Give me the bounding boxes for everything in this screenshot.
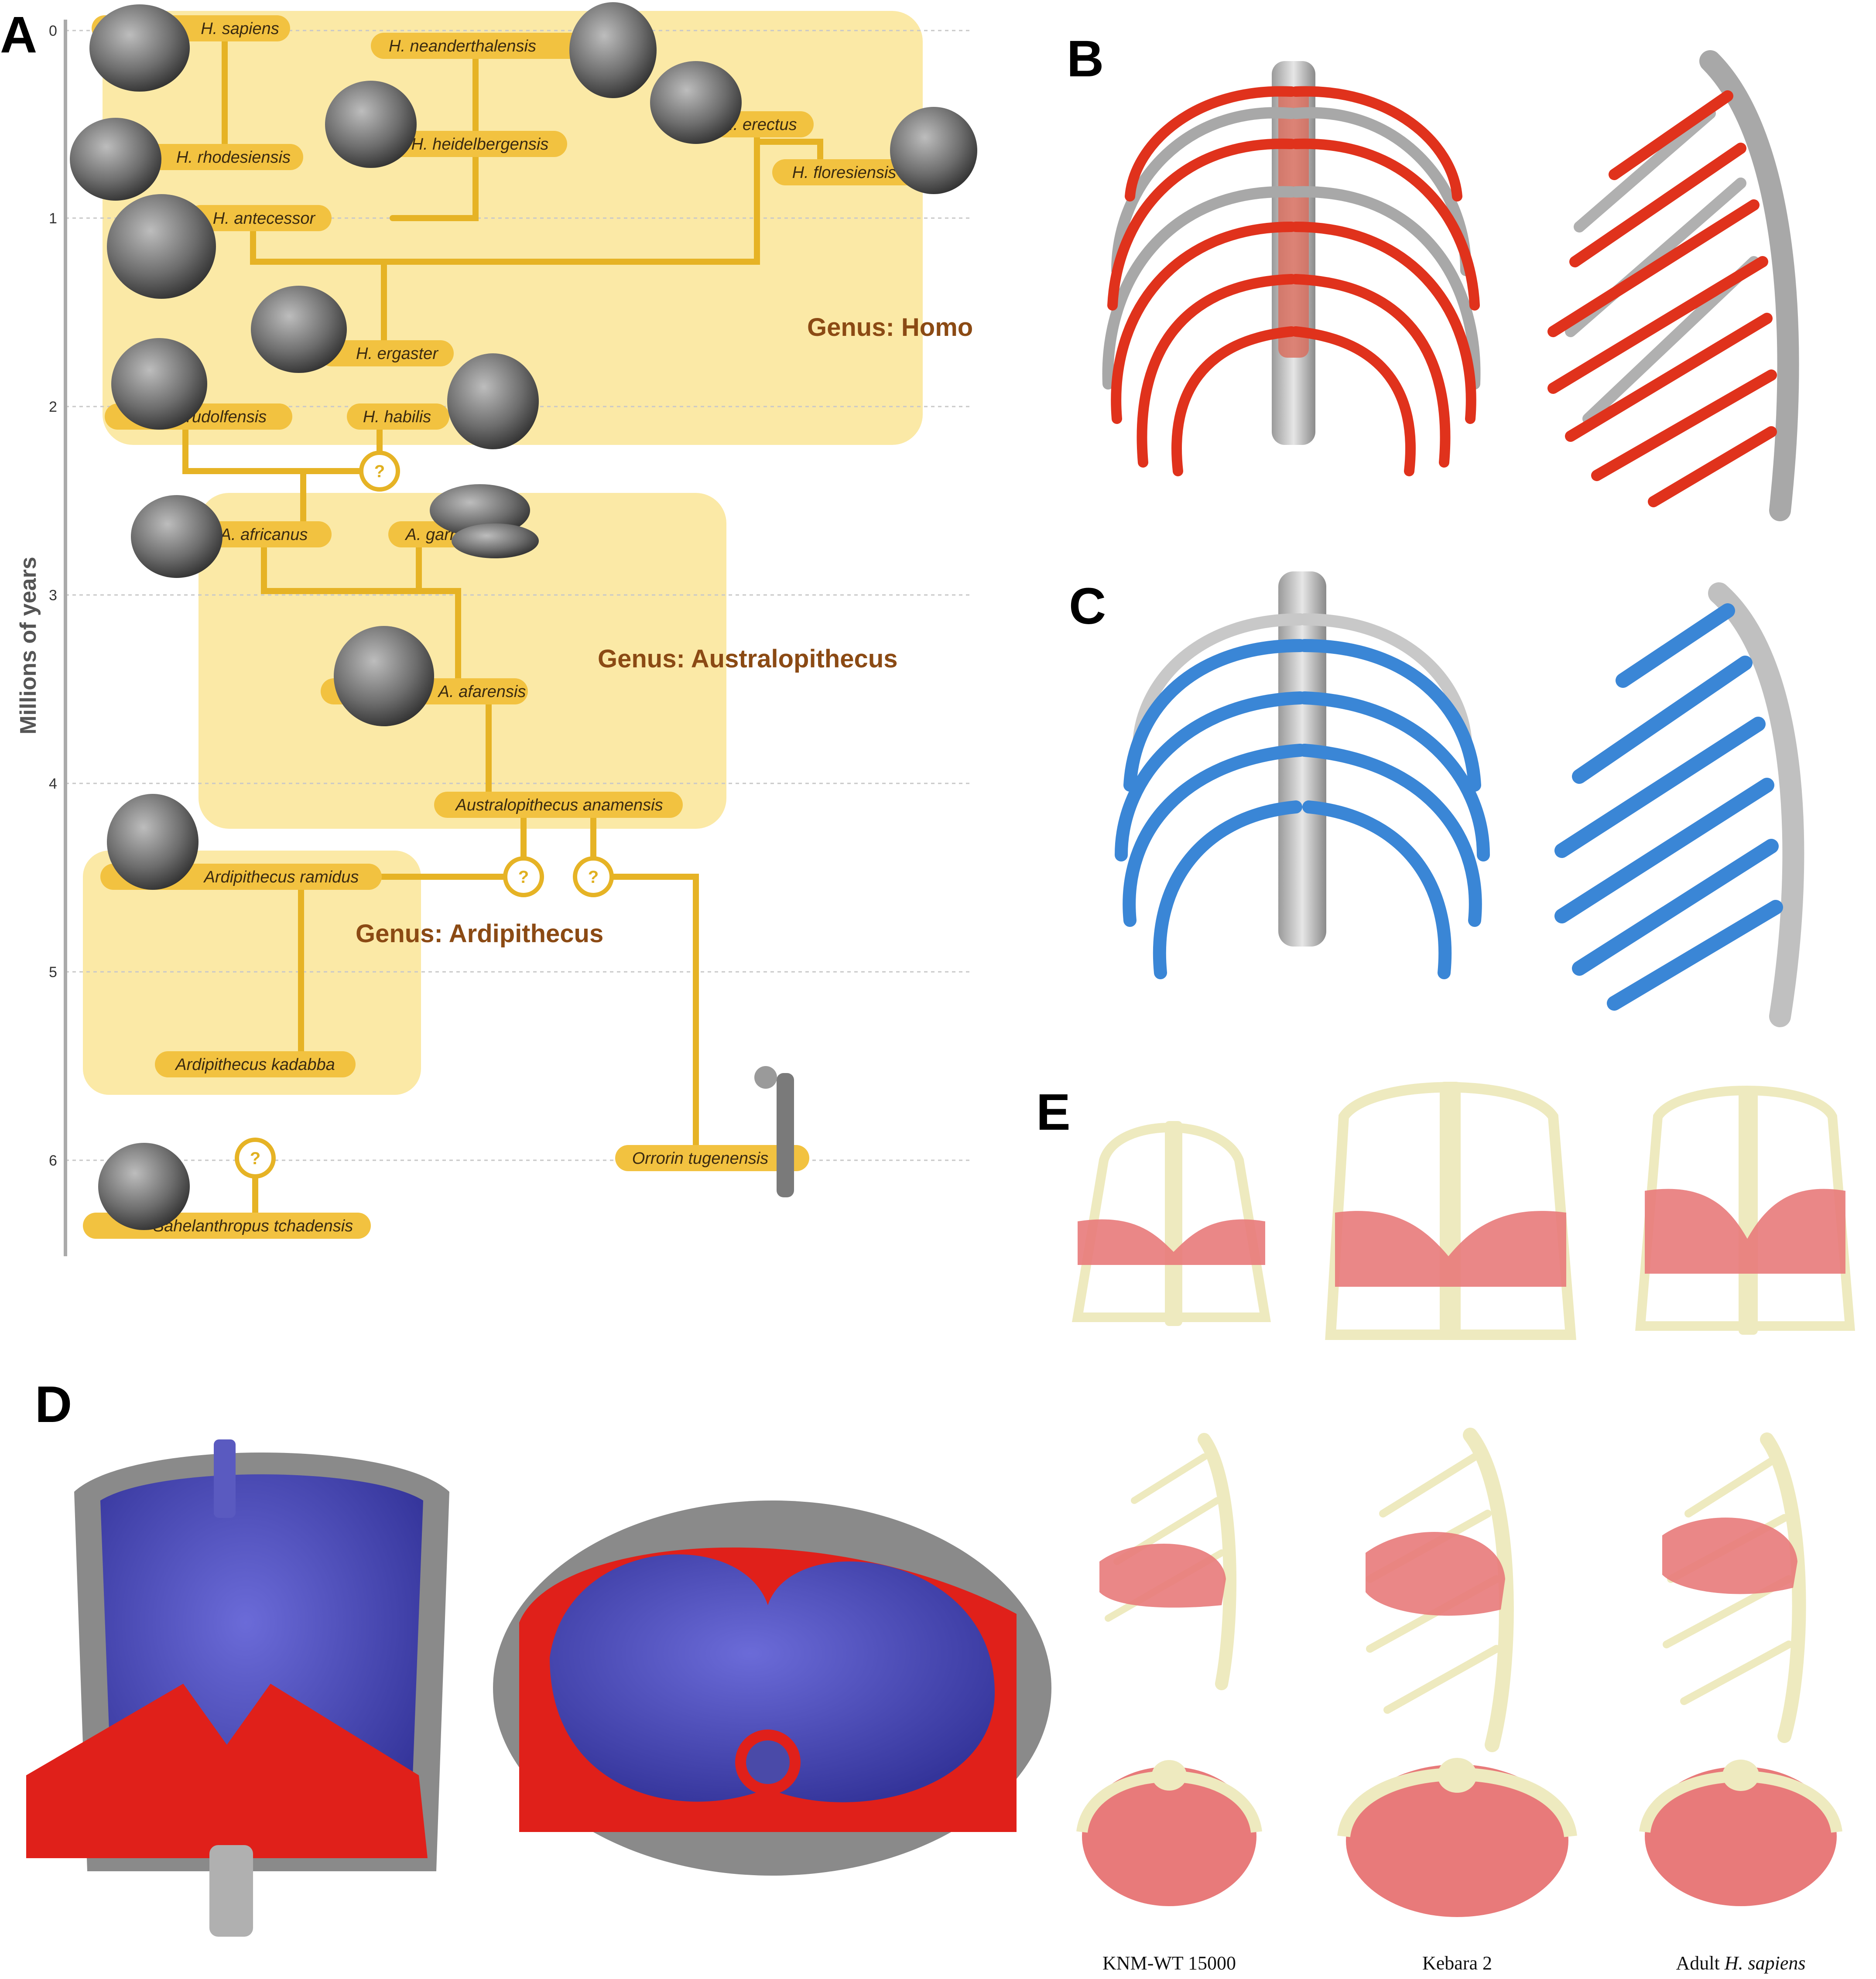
tick-1: 1	[49, 210, 57, 227]
taxon-sahelanthropus: Sahelanthropus tchadensis	[153, 1217, 353, 1235]
front-view-kebara-2	[1325, 1082, 1576, 1340]
genus-australopithecus-box	[199, 493, 726, 829]
axis-title: Millions of years	[16, 557, 41, 734]
ribcage-side-blue	[1554, 582, 1804, 1027]
caption-kebara-2: Kebara 2	[1422, 1952, 1492, 1974]
tick-6: 6	[49, 1152, 57, 1169]
tick-5: 5	[49, 964, 57, 981]
taxon-floresiensis: H. floresiensis	[792, 164, 897, 182]
taxon-ramidus: Ardipithecus ramidus	[203, 868, 359, 886]
unknown-node-1: ?	[374, 462, 385, 481]
taxon-heidelbergensis: H. heidelbergensis	[411, 135, 549, 154]
ribcage-front-blue	[1115, 571, 1490, 979]
taxon-afarensis: A. afarensis	[438, 683, 526, 701]
unknown-node-2: ?	[518, 868, 529, 887]
taxon-kadabba: Ardipithecus kadabba	[175, 1056, 335, 1074]
unknown-node-3: ?	[588, 868, 599, 887]
tick-0: 0	[49, 23, 57, 39]
tick-2: 2	[49, 399, 57, 415]
inferior-view-knm-wt-15000	[1076, 1760, 1262, 1906]
tick-4: 4	[49, 776, 57, 792]
caption-knm-wt-15000: KNM-WT 15000	[1102, 1952, 1236, 1974]
side-view-adult-h-sapiens	[1662, 1432, 1806, 1743]
taxon-africanus: A. africanus	[219, 526, 308, 544]
taxon-anamensis: Australopithecus anamensis	[455, 796, 663, 814]
unknown-ancestor-nodes: ? ? ? ?	[235, 451, 614, 1179]
genus-homo-label: Genus: Homo	[807, 313, 973, 342]
femur-image	[777, 1073, 794, 1197]
taxon-neanderthalensis: H. neanderthalensis	[389, 37, 536, 55]
tick-3: 3	[49, 587, 57, 604]
ribcage-front-red	[1102, 61, 1481, 476]
panel-letter-d: D	[35, 1376, 72, 1433]
taxon-orrorin: Orrorin tugenensis	[632, 1149, 769, 1168]
front-view-adult-h-sapiens	[1635, 1086, 1855, 1335]
panel-a-phylogeny: A 0 1 2 3 4 5 6 Millions of years	[0, 2, 977, 1256]
panel-e-captions: KNM-WT 15000 Kebara 2 Adult H. sapiens	[1102, 1952, 1805, 1974]
genus-ardipithecus-label: Genus: Ardipithecus	[356, 919, 603, 948]
panel-e-diaphragm-comparison: E	[1036, 1082, 1855, 1974]
ribcage-side-red	[1547, 50, 1799, 521]
front-view-knm-wt-15000	[1072, 1121, 1271, 1326]
taxon-rhodesiensis: H. rhodesiensis	[176, 148, 291, 167]
panel-letter-c: C	[1069, 578, 1106, 635]
unknown-node-4: ?	[250, 1149, 260, 1168]
taxon-sapiens: H. sapiens	[201, 20, 279, 38]
taxon-habilis: H. habilis	[363, 408, 431, 426]
panel-c-ribcage-blue: C	[1069, 571, 1804, 1027]
caption-adult-prefix: Adult	[1676, 1952, 1724, 1974]
panel-d-lungs: D	[26, 1376, 1051, 1937]
panel-b-ribcage-red: B	[1067, 30, 1799, 521]
taxon-ergaster: H. ergaster	[356, 345, 438, 363]
genus-ardipithecus-box	[83, 851, 421, 1095]
fossil-skull-images	[70, 2, 977, 1230]
genus-australopithecus-label: Genus: Australopithecus	[598, 645, 898, 673]
thorax-inferior-lungs	[493, 1500, 1051, 1876]
time-axis-ticks: 0 1 2 3 4 5 6	[49, 23, 57, 1169]
panel-letter-e: E	[1036, 1083, 1071, 1141]
side-view-kebara-2	[1366, 1428, 1514, 1752]
panel-letter-a: A	[0, 6, 37, 64]
caption-adult-h-sapiens: Adult H. sapiens	[1676, 1952, 1805, 1974]
caption-adult-species: H. sapiens	[1724, 1952, 1806, 1974]
side-view-knm-wt-15000	[1099, 1433, 1237, 1690]
taxon-antecessor: H. antecessor	[213, 209, 316, 228]
panel-letter-b: B	[1067, 30, 1104, 88]
inferior-view-adult-h-sapiens	[1639, 1760, 1842, 1906]
inferior-view-kebara-2	[1337, 1758, 1577, 1917]
thorax-front-lungs	[26, 1439, 449, 1937]
